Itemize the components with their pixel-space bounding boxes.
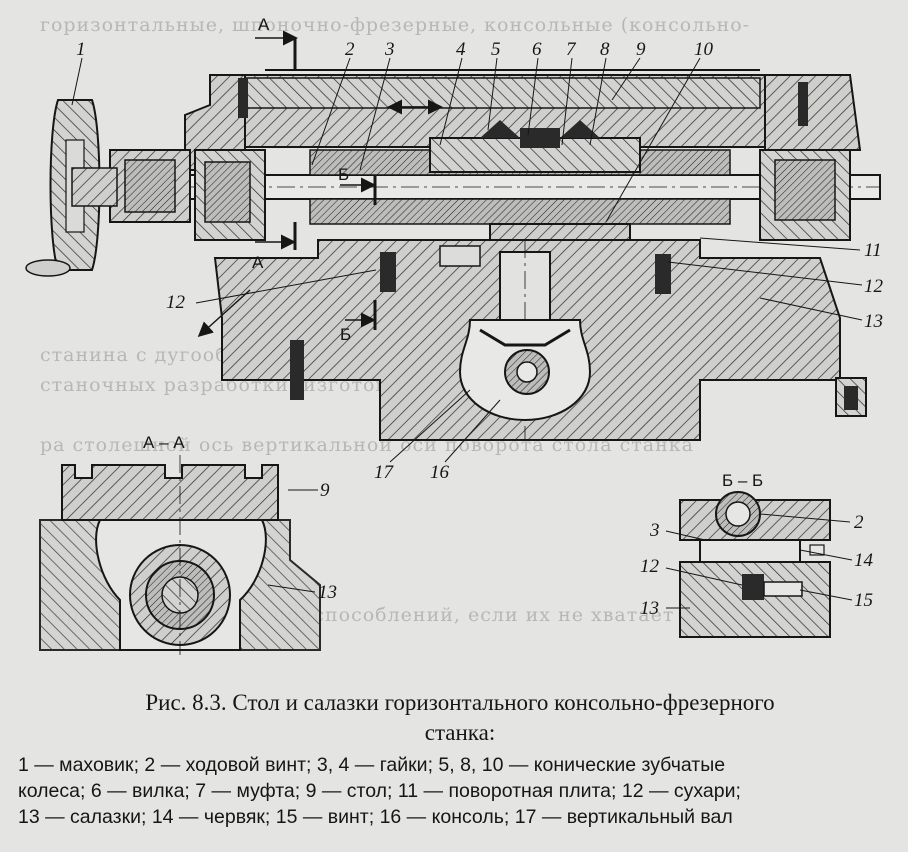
- caption-line: станка:: [424, 720, 496, 745]
- part-label: 15: [854, 590, 873, 611]
- main-section-view: 1 2 3 4 5 6 7 8 9 10 11 12 13 12 17 16 А…: [25, 15, 884, 483]
- figure-legend: 1 — маховик; 2 — ходовой винт; 3, 4 — га…: [18, 752, 898, 830]
- part-label: 2: [854, 512, 864, 533]
- part-label: 13: [640, 598, 659, 619]
- section-aa-view: А – А 9 13: [39, 433, 337, 655]
- part-label: 12: [640, 556, 660, 577]
- part-label: 9: [320, 480, 330, 501]
- part-label: 2: [345, 39, 355, 60]
- part-label: 13: [318, 582, 337, 603]
- part-label: 6: [532, 39, 542, 60]
- part-label: 12: [864, 276, 884, 297]
- part-label: 1: [76, 39, 86, 60]
- part-label: 11: [864, 240, 882, 261]
- bleed-through-text: горизонтальные, шпоночно-фрезерные, конс…: [40, 14, 751, 36]
- section-bb-view: Б – Б 3 2 14 12 15 13: [640, 471, 874, 638]
- legend-line: колеса; 6 — вилка; 7 — муфта; 9 — стол; …: [18, 780, 741, 802]
- part-label: 9: [636, 39, 646, 60]
- part-label: 13: [864, 311, 883, 332]
- part-label: 4: [456, 39, 466, 60]
- technical-drawing: 1 2 3 4 5 6 7 8 9 10 11 12 13 12 17 16 А…: [25, 15, 884, 655]
- section-marker: Б: [340, 325, 351, 344]
- part-label: 7: [566, 39, 577, 60]
- section-marker: Б: [338, 165, 349, 184]
- section-marker: А: [258, 15, 270, 34]
- part-label: 10: [694, 39, 714, 60]
- part-label: 8: [600, 39, 610, 60]
- section-bb-title: Б – Б: [722, 471, 763, 490]
- part-label: 14: [854, 550, 874, 571]
- part-label: 12: [166, 292, 186, 313]
- caption-line: Рис. 8.3. Стол и салазки горизонтального…: [145, 690, 775, 715]
- section-marker: А: [252, 253, 264, 272]
- part-label: 3: [649, 520, 660, 541]
- handwheel: [25, 99, 118, 277]
- part-label: 3: [384, 39, 395, 60]
- section-aa-title: А – А: [143, 433, 185, 452]
- part-label: 17: [374, 462, 395, 483]
- figure-caption: Рис. 8.3. Стол и салазки горизонтального…: [30, 688, 890, 748]
- legend-line: 1 — маховик; 2 — ходовой винт; 3, 4 — га…: [18, 754, 726, 776]
- part-label: 5: [491, 39, 501, 60]
- legend-line: 13 — салазки; 14 — червяк; 15 — винт; 16…: [18, 806, 733, 828]
- part-label: 16: [430, 462, 450, 483]
